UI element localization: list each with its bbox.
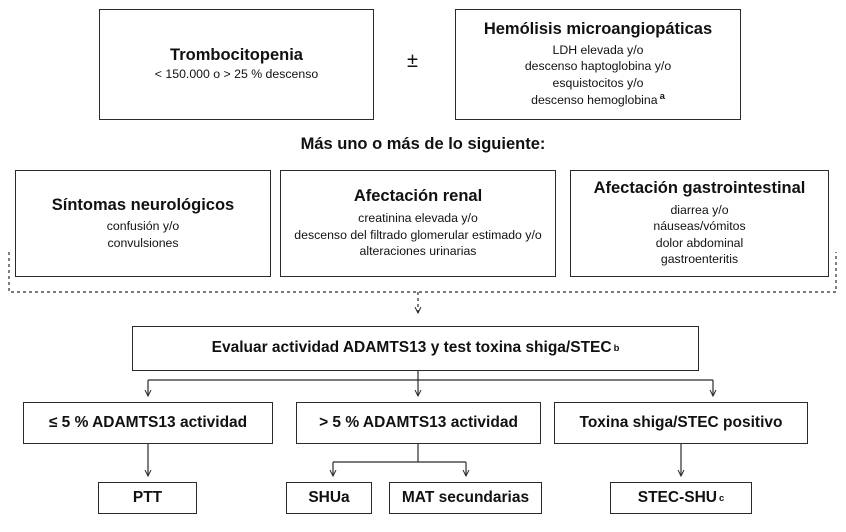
thrombocytopenia-title: Trombocitopenia <box>170 46 303 65</box>
outcome-shua-label: SHUa <box>308 488 350 506</box>
renal-box: Afectación renal creatinina elevada y/o … <box>280 170 556 277</box>
gastrointestinal-line: dolor abdominal <box>655 235 744 250</box>
branch-stec-label: Toxina shiga/STEC positivo <box>579 413 783 431</box>
gastrointestinal-box: Afectación gastrointestinal diarrea y/o … <box>570 170 829 277</box>
hemolysis-box: Hemólisis microangiopáticas LDH elevada … <box>455 9 741 120</box>
hemolysis-line: descenso hemoglobina <box>531 93 658 108</box>
branch-high-adamts13: > 5 % ADAMTS13 actividad <box>296 402 541 444</box>
outcome-stec-label: STEC-SHU <box>637 488 717 506</box>
hemolysis-line: descenso haptoglobina y/o <box>524 59 672 74</box>
footnote-marker-b: b <box>613 343 620 354</box>
outcome-mat-secundarias: MAT secundarias <box>389 482 542 514</box>
hemolysis-title: Hemólisis microangiopáticas <box>483 19 713 38</box>
renal-line: alteraciones urinarias <box>359 244 477 259</box>
branch-high-label: > 5 % ADAMTS13 actividad <box>319 413 518 431</box>
hemolysis-line: LDH elevada y/o <box>552 42 644 57</box>
outcome-mat-label: MAT secundarias <box>401 488 530 506</box>
gastrointestinal-line: náuseas/vómitos <box>653 219 746 234</box>
branch-low-label: ≤ 5 % ADAMTS13 actividad <box>48 413 248 431</box>
renal-line: descenso del filtrado glomerular estimad… <box>294 227 542 242</box>
evaluate-box: Evaluar actividad ADAMTS13 y test toxina… <box>132 326 699 371</box>
thrombocytopenia-box: Trombocitopenia < 150.000 o > 25 % desce… <box>99 9 374 120</box>
footnote-marker-c: c <box>718 492 725 504</box>
outcome-shua: SHUa <box>286 482 372 514</box>
neurological-box: Síntomas neurológicos confusión y/o conv… <box>15 170 271 277</box>
thrombocytopenia-detail: < 150.000 o > 25 % descenso <box>154 67 319 82</box>
renal-line: creatinina elevada y/o <box>358 211 478 225</box>
neurological-line: convulsiones <box>107 235 179 250</box>
neurological-line: confusión y/o <box>106 219 180 234</box>
dashed-bracket <box>8 252 837 293</box>
footnote-marker-a: a <box>659 91 665 103</box>
branch-low-adamts13: ≤ 5 % ADAMTS13 actividad <box>23 402 273 444</box>
plus-minus-sign: ± <box>407 50 418 72</box>
outcome-ptt-label: PTT <box>132 488 163 506</box>
hemolysis-line: esquistocitos y/o <box>552 75 644 90</box>
branch-stec-positive: Toxina shiga/STEC positivo <box>554 402 808 444</box>
evaluate-label: Evaluar actividad ADAMTS13 y test toxina… <box>211 339 612 357</box>
gastrointestinal-title: Afectación gastrointestinal <box>593 178 806 197</box>
gastrointestinal-line: diarrea y/o <box>670 202 729 217</box>
outcome-ptt: PTT <box>98 482 197 514</box>
plus-one-or-more-heading: Más uno o más de lo siguiente: <box>300 135 546 153</box>
renal-title: Afectación renal <box>353 187 483 206</box>
neurological-title: Síntomas neurológicos <box>51 195 235 214</box>
gastrointestinal-line: gastroenteritis <box>660 252 739 267</box>
